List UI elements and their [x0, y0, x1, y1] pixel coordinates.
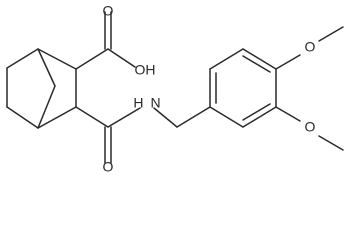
amide-group: [75, 106, 211, 164]
bond-o-ch3-bottom: [318, 135, 344, 151]
bond-bridge-c7-c4: [37, 85, 56, 129]
bond-ring-c5-c4: [6, 106, 39, 129]
atom-label-amide-oxygen: O: [103, 159, 114, 175]
bond-c2-cooh: [75, 48, 109, 70]
bond-ring-c1-c2: [37, 48, 77, 70]
atom-label-acid-carbonyl-oxygen: O: [103, 3, 114, 19]
bond-c3-amide-carbon: [75, 106, 109, 128]
bond-ar-2-3: [209, 48, 244, 70]
bond-n-ch2: [153, 107, 178, 128]
atom-label-methoxy-oxygen-top: O: [305, 39, 316, 55]
bond-ar-o-bottom: [275, 106, 301, 122]
atom-labels: O OH O H N O O: [103, 3, 316, 175]
atom-label-methoxy-oxygen-bottom: O: [305, 119, 316, 135]
bond-ring-c1-c6: [6, 48, 39, 69]
bond-o-ch3-top: [318, 26, 344, 42]
bond-ch2-ring: [176, 106, 211, 128]
bond-cooh-oh: [107, 48, 136, 68]
chemical-structure-diagram: O OH O H N O O: [6, 3, 344, 175]
bond-ar-3-4: [242, 48, 277, 70]
bond-ar-5-6-inner: [242, 103, 271, 121]
norbornane-core: [6, 48, 77, 129]
carboxylic-acid-group: [75, 11, 136, 70]
bond-amide-c-n: [107, 107, 141, 128]
bond-ar-5-6: [242, 106, 277, 128]
bond-bridge-c1-c7: [37, 48, 56, 87]
dimethoxyphenyl-ring: [209, 48, 277, 128]
bond-ar-6-1: [209, 106, 244, 128]
methoxy-groups: [275, 26, 344, 151]
bond-ar-o-top: [275, 54, 301, 70]
atom-label-acid-hydroxyl: OH: [135, 62, 156, 78]
bond-ar-3-4-inner: [242, 55, 271, 73]
atom-label-amide-nitrogen: H N: [133, 95, 160, 111]
bond-ring-c4-c3: [37, 106, 77, 129]
